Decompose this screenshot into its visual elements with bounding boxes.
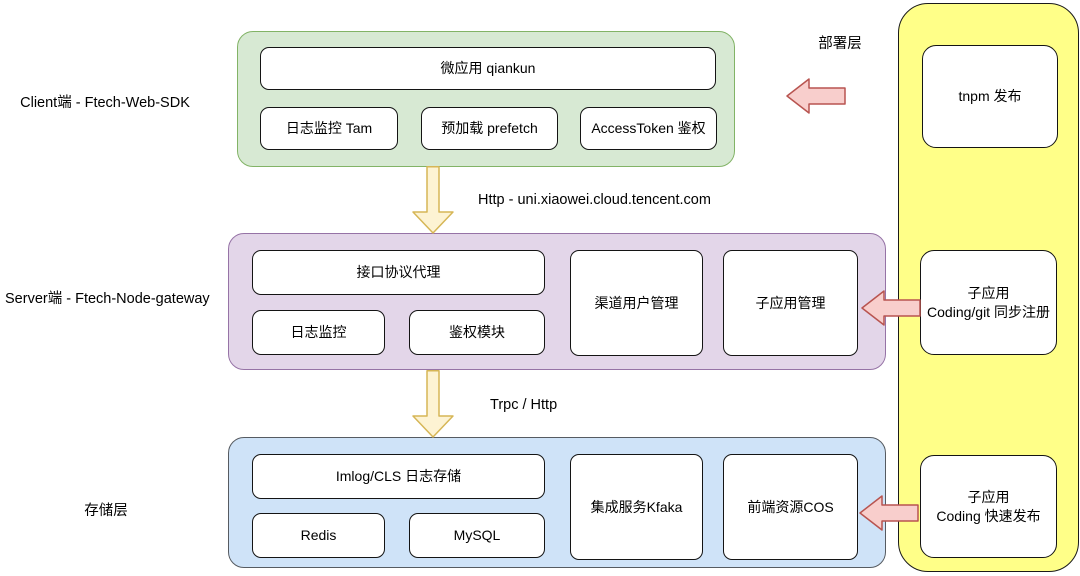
- node-tam-log-monitor: 日志监控 Tam: [260, 107, 398, 150]
- node-prefetch-label: 预加载 prefetch: [441, 120, 538, 136]
- node-accesstoken-auth-label: AccessToken 鉴权: [591, 120, 706, 136]
- node-auth-module-label: 鉴权模块: [449, 324, 505, 340]
- node-subapp-coding-deploy-line1: 子应用: [967, 488, 1010, 505]
- node-api-protocol-proxy-label: 接口协议代理: [356, 264, 441, 280]
- label-trpc-connection: Trpc / Http: [490, 397, 558, 413]
- node-cos-assets-label: 前端资源COS: [747, 498, 834, 515]
- node-subapp-mgmt: 子应用管理: [723, 250, 858, 356]
- label-client-layer: Client端 - Ftech-Web-SDK: [20, 95, 190, 111]
- arrow-down-http: [412, 166, 454, 234]
- node-mysql: MySQL: [409, 513, 545, 558]
- node-kafka-service: 集成服务Kfaka: [570, 454, 703, 560]
- node-log-storage-label: Imlog/CLS 日志存储: [335, 468, 462, 484]
- label-server-layer: Server端 - Ftech-Node-gateway: [5, 291, 210, 307]
- label-http-connection: Http - uni.xiaowei.cloud.tencent.com: [478, 192, 711, 208]
- node-qiankun-label: 微应用 qiankun: [440, 60, 536, 76]
- node-log-storage: Imlog/CLS 日志存储: [252, 454, 545, 499]
- node-channel-user-mgmt-label: 渠道用户管理: [594, 294, 679, 311]
- node-subapp-mgmt-label: 子应用管理: [755, 294, 826, 311]
- node-subapp-coding-sync-line2: Coding/git 同步注册: [927, 303, 1050, 320]
- node-tnpm-publish: tnpm 发布: [922, 45, 1058, 148]
- node-tam-log-monitor-label: 日志监控 Tam: [285, 120, 373, 136]
- node-subapp-coding-deploy-line2: Coding 快速发布: [936, 507, 1041, 524]
- node-mysql-label: MySQL: [453, 527, 501, 543]
- label-deploy-layer: 部署层: [818, 36, 862, 52]
- node-auth-module: 鉴权模块: [409, 310, 545, 355]
- node-tnpm-publish-label: tnpm 发布: [958, 88, 1022, 104]
- node-api-protocol-proxy: 接口协议代理: [252, 250, 545, 295]
- node-prefetch: 预加载 prefetch: [421, 107, 558, 150]
- node-channel-user-mgmt: 渠道用户管理: [570, 250, 703, 356]
- node-kafka-service-label: 集成服务Kfaka: [590, 498, 683, 515]
- label-storage-layer: 存储层: [84, 503, 128, 519]
- node-subapp-coding-sync-line1: 子应用: [967, 284, 1010, 301]
- arrow-left-deploy-storage: [859, 495, 919, 531]
- arrow-left-deploy-server: [861, 290, 921, 326]
- arrow-down-trpc: [412, 370, 454, 438]
- node-redis-label: Redis: [300, 527, 337, 543]
- node-log-monitor-label: 日志监控: [290, 324, 347, 340]
- node-qiankun: 微应用 qiankun: [260, 47, 716, 90]
- node-cos-assets: 前端资源COS: [723, 454, 858, 560]
- arrow-left-deploy-client: [786, 78, 846, 114]
- node-subapp-coding-deploy: 子应用 Coding 快速发布: [920, 455, 1057, 558]
- node-redis: Redis: [252, 513, 385, 558]
- node-subapp-coding-sync: 子应用 Coding/git 同步注册: [920, 250, 1057, 355]
- node-accesstoken-auth: AccessToken 鉴权: [580, 107, 717, 150]
- node-log-monitor: 日志监控: [252, 310, 385, 355]
